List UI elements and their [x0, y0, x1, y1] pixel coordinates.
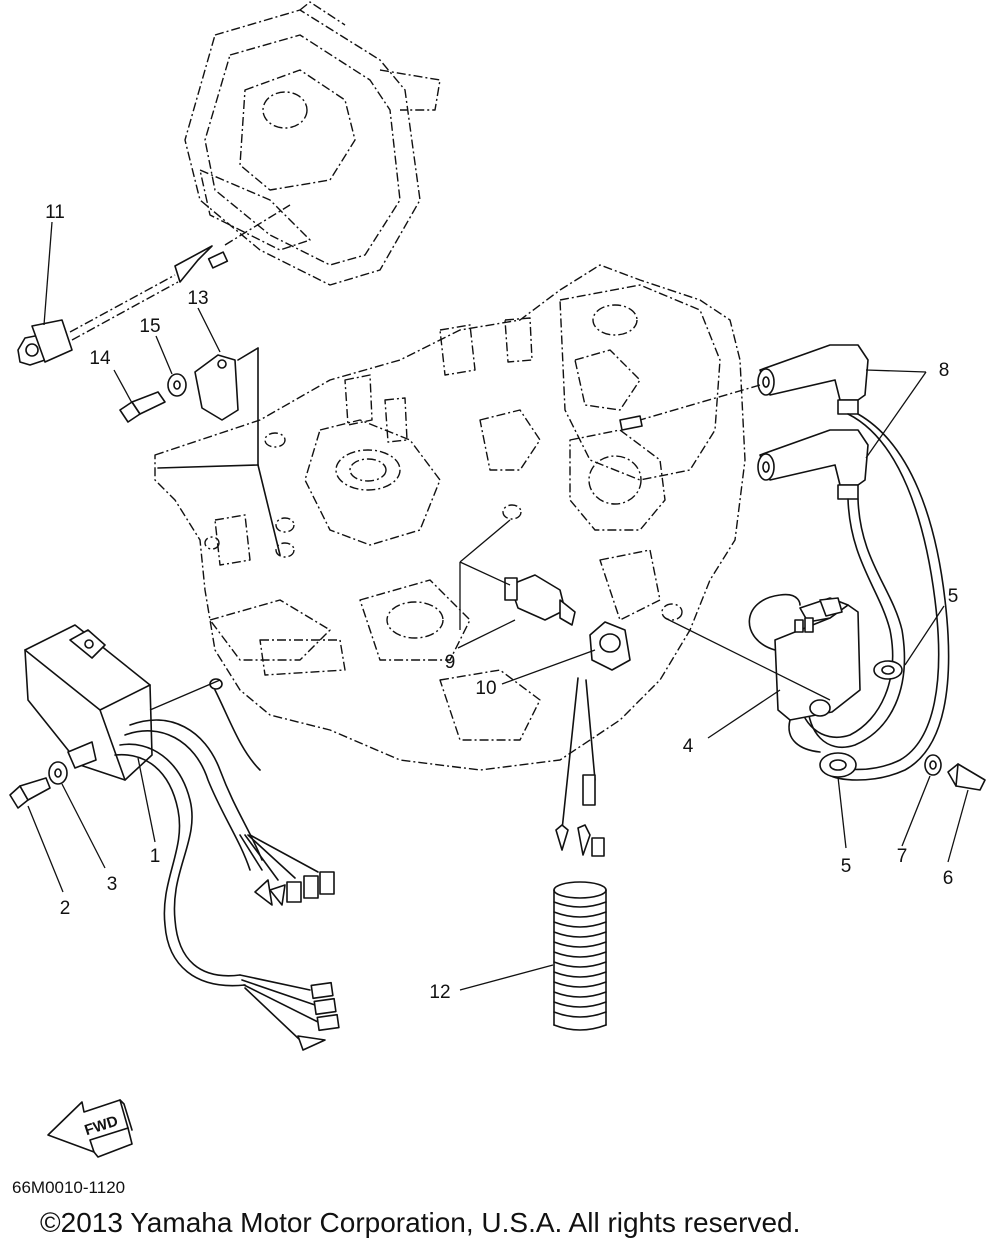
callout-4: 4	[683, 736, 694, 757]
clamp-mount-lines	[157, 347, 281, 556]
part-5-grommet-upper	[873, 660, 903, 680]
callout-13: 13	[187, 288, 208, 309]
magneto-cover-outline	[184, 1, 441, 286]
leader-lines	[27, 221, 969, 991]
part-9-sensor	[459, 519, 576, 630]
part-1-wire-harness	[114, 678, 340, 1051]
fwd-arrow-icon: FWD	[47, 1099, 133, 1158]
callout-10: 10	[475, 678, 496, 699]
part-14-bolt	[119, 391, 166, 423]
part-8-plug-cap-lower	[757, 429, 869, 500]
part-4-ignition-coil	[748, 593, 861, 753]
callout-3: 3	[107, 874, 118, 895]
ignition-coil-leads	[799, 413, 950, 781]
part-6-bolt	[947, 763, 986, 791]
part-7-washer	[924, 754, 942, 776]
callout-5-upper: 5	[948, 586, 959, 607]
callout-14: 14	[89, 348, 111, 369]
copyright-notice: ©2013 Yamaha Motor Corporation, U.S.A. A…	[40, 1207, 800, 1238]
part-11-thermoswitch	[17, 204, 291, 366]
callout-12: 12	[429, 982, 450, 1003]
callout-6: 6	[943, 868, 954, 889]
callout-5-lower: 5	[841, 856, 852, 877]
part-13-clamp	[194, 354, 239, 421]
part-3-washer	[48, 761, 68, 785]
callout-7: 7	[897, 846, 908, 867]
callout-8: 8	[939, 360, 950, 381]
coil-mount-line	[664, 617, 831, 701]
engine-block-outline	[154, 264, 746, 771]
part-1-cdi-unit	[24, 624, 153, 781]
callout-2: 2	[60, 898, 71, 919]
callout-9: 9	[445, 652, 456, 673]
callout-11: 11	[45, 202, 65, 223]
diagram-code: 66M0010-1120	[12, 1178, 125, 1197]
part-5-grommet-lower	[819, 752, 857, 778]
callout-15: 15	[139, 316, 160, 337]
part-10-cap-and-lead	[555, 621, 631, 857]
part-8-plug-cap-upper	[619, 344, 869, 431]
callout-1: 1	[150, 846, 161, 867]
part-15-washer	[167, 373, 187, 397]
part-2-bolt	[9, 777, 51, 809]
part-12-spiral-tube	[553, 881, 607, 1031]
